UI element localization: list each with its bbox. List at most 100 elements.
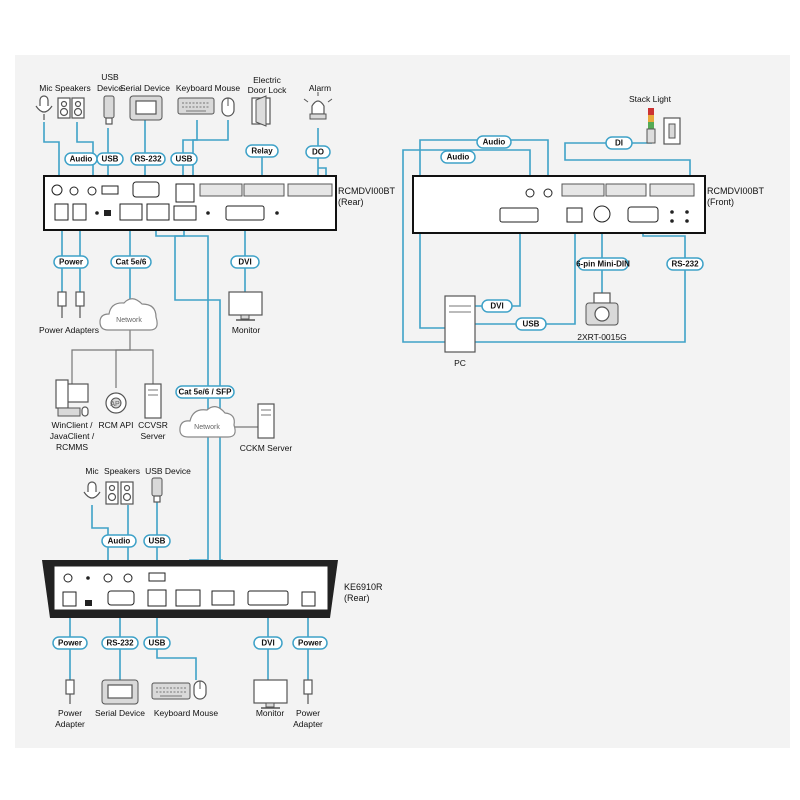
speakers-icon bbox=[57, 97, 85, 119]
rcm-rear-sub: (Rear) bbox=[338, 197, 364, 207]
pill-dvi-rear: DVI bbox=[230, 255, 260, 269]
winclient-label-3: RCMMS bbox=[56, 442, 88, 452]
pill-power-ke-1: Power bbox=[52, 636, 88, 650]
ke-speakers-icon bbox=[105, 481, 134, 505]
door-lock-label-1: Electric bbox=[253, 75, 282, 85]
ke-speakers-label: Speakers bbox=[104, 466, 140, 476]
pill-rs232-ke: RS-232 bbox=[101, 636, 139, 650]
network-cloud-2-label: Network bbox=[194, 424, 220, 431]
door-lock-label-2: Door Lock bbox=[248, 85, 287, 95]
pill-audio-rear: Audio bbox=[64, 152, 98, 166]
svg-text:USB: USB bbox=[176, 155, 193, 164]
pill-rs232-rear: RS-232 bbox=[130, 152, 166, 166]
pc-label: PC bbox=[454, 358, 466, 368]
pill-relay: Relay bbox=[245, 144, 279, 158]
pill-mini-din: 6-pin Mini-DIN bbox=[576, 257, 630, 271]
ke-rear-name: KE6910R bbox=[344, 582, 383, 592]
pill-power-ke-2: Power bbox=[292, 636, 328, 650]
svg-text:Audio: Audio bbox=[70, 155, 93, 164]
rcm-front-device bbox=[412, 175, 706, 234]
power-adapters-icon bbox=[57, 291, 85, 318]
svg-text:DVI: DVI bbox=[490, 302, 503, 311]
pc-icon bbox=[444, 295, 476, 353]
winclient-label-1: WinClient / bbox=[51, 420, 93, 430]
svg-text:Power: Power bbox=[58, 639, 82, 648]
monitor-icon bbox=[228, 291, 263, 321]
alarm-label: Alarm bbox=[309, 83, 331, 93]
ke-power-adapter-label-2: Adapter bbox=[55, 719, 85, 729]
pill-dvi-front: DVI bbox=[481, 299, 513, 313]
ke-mouse-icon bbox=[193, 680, 207, 700]
ccvsr-label-2: Server bbox=[140, 431, 165, 441]
sensor-icon bbox=[585, 292, 619, 326]
stack-light-icon bbox=[646, 108, 681, 145]
network-cloud bbox=[99, 298, 158, 331]
alarm-icon bbox=[303, 92, 333, 120]
ke-power-adapter-2-label-1: Power bbox=[296, 708, 320, 718]
svg-text:DI: DI bbox=[615, 139, 623, 148]
rcm-rear-name: RCMDVI00BT bbox=[338, 186, 396, 196]
rcm-rear-device bbox=[43, 175, 337, 231]
pill-cat5-rear: Cat 5e/6 bbox=[110, 255, 152, 269]
ke-rear-device bbox=[42, 560, 338, 618]
pill-power-rear: Power bbox=[53, 255, 89, 269]
network-cloud-label: Network bbox=[116, 317, 142, 324]
ke-monitor-icon bbox=[253, 679, 288, 709]
ke-keyboard-icon bbox=[151, 682, 191, 700]
ke-mic-label: Mic bbox=[85, 466, 99, 476]
usb-device-icon bbox=[103, 95, 115, 125]
svg-text:DVI: DVI bbox=[238, 258, 251, 267]
ke-rear-sub: (Rear) bbox=[344, 593, 370, 603]
ke-power-adapter-icon bbox=[65, 679, 75, 704]
pill-di: DI bbox=[605, 136, 633, 150]
ccvsr-label-1: CCVSR bbox=[138, 420, 168, 430]
svg-text:Audio: Audio bbox=[108, 537, 131, 546]
api-badge: API bbox=[110, 401, 121, 408]
pill-usb-ke-bottom: USB bbox=[143, 636, 171, 650]
monitor-label: Monitor bbox=[232, 325, 261, 335]
pill-rs232-front: RS-232 bbox=[666, 257, 704, 271]
pill-usb-kbm-rear: USB bbox=[170, 152, 198, 166]
rcm-api-label: RCM API bbox=[99, 420, 134, 430]
rcm-api-icon bbox=[105, 392, 127, 414]
pill-audio-ke: Audio bbox=[101, 534, 137, 548]
pill-cat5sfp: Cat 5e/6 / SFP bbox=[175, 385, 235, 399]
pill-usb-front: USB bbox=[515, 317, 547, 331]
pill-do: DO bbox=[305, 145, 331, 159]
pill-usb-rear: USB bbox=[96, 152, 124, 166]
sensor-label: 2XRT-0015G bbox=[577, 332, 626, 342]
ke-keyboard-mouse-label: Keyboard Mouse bbox=[154, 708, 219, 718]
usb-device-label-2: Device bbox=[97, 83, 123, 93]
svg-text:Power: Power bbox=[59, 258, 83, 267]
ke-serial-device-icon bbox=[101, 679, 139, 705]
network-cloud-2 bbox=[179, 406, 236, 438]
winclient-icon bbox=[55, 379, 89, 417]
svg-text:RS-232: RS-232 bbox=[671, 260, 699, 269]
rcm-front-name: RCMDVI00BT bbox=[707, 186, 765, 196]
ke-power-adapter-2-icon bbox=[303, 679, 313, 704]
rcm-front-sub: (Front) bbox=[707, 197, 734, 207]
ke-mic-icon bbox=[83, 481, 101, 499]
door-lock-icon bbox=[251, 95, 271, 127]
keyboard-icon bbox=[177, 97, 215, 115]
svg-text:Audio: Audio bbox=[447, 153, 470, 162]
stack-light-label: Stack Light bbox=[629, 94, 672, 104]
svg-text:USB: USB bbox=[523, 320, 540, 329]
usb-device-label-1: USB bbox=[101, 72, 119, 82]
mic-icon bbox=[35, 95, 53, 120]
svg-text:Relay: Relay bbox=[251, 147, 273, 156]
ke-power-adapter-2-label-2: Adapter bbox=[293, 719, 323, 729]
ke-serial-device-label: Serial Device bbox=[95, 708, 145, 718]
pill-dvi-ke: DVI bbox=[253, 636, 283, 650]
cckm-server-icon bbox=[257, 403, 275, 439]
svg-text:USB: USB bbox=[149, 537, 166, 546]
pill-audio-front-1: Audio bbox=[476, 135, 512, 149]
pill-usb-ke-top: USB bbox=[143, 534, 171, 548]
serial-device-label: Serial Device bbox=[120, 83, 170, 93]
ke-monitor-label: Monitor bbox=[256, 708, 285, 718]
svg-text:Cat 5e/6 / SFP: Cat 5e/6 / SFP bbox=[179, 388, 233, 397]
ccvsr-server-icon bbox=[144, 383, 162, 419]
svg-text:6-pin Mini-DIN: 6-pin Mini-DIN bbox=[576, 260, 630, 269]
svg-text:RS-232: RS-232 bbox=[106, 639, 134, 648]
